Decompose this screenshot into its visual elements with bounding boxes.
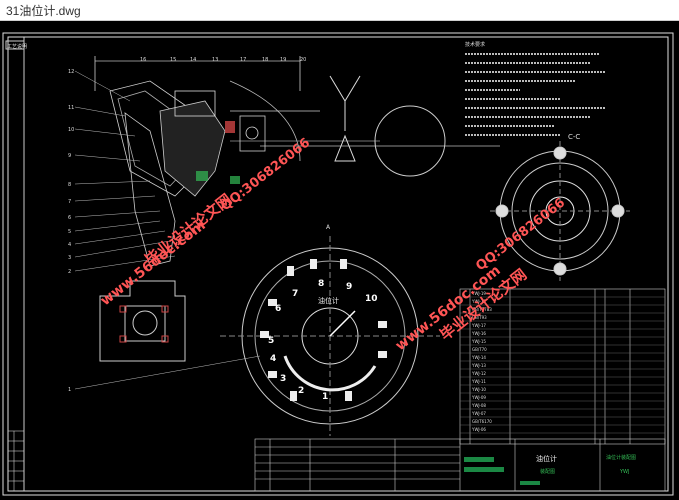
parts-list-title: 油位计 — [536, 454, 557, 463]
watermark-text-6: QQ:306826066 — [473, 195, 568, 274]
svg-text:8: 8 — [318, 279, 324, 289]
cad-canvas[interactable]: 工艺说明 12 11 10 — [0, 21, 679, 500]
svg-text:1: 1 — [68, 387, 71, 393]
svg-text:19: 19 — [280, 57, 286, 63]
svg-text:3: 3 — [68, 255, 71, 261]
window-title: 31油位计.dwg — [6, 4, 81, 18]
svg-text:7: 7 — [68, 199, 71, 205]
svg-text:12: 12 — [68, 69, 74, 75]
svg-text:10: 10 — [68, 127, 74, 133]
title-block-sub: YWJ — [619, 469, 629, 475]
svg-text:YWJ-07: YWJ-07 — [471, 411, 486, 416]
corner-label: 工艺说明 — [7, 43, 27, 50]
svg-text:4: 4 — [270, 354, 276, 364]
svg-text:13: 13 — [212, 57, 218, 63]
svg-text:8: 8 — [68, 182, 71, 188]
svg-text:16: 16 — [140, 57, 146, 63]
svg-text:4: 4 — [68, 242, 71, 248]
section-detail — [99, 280, 186, 362]
svg-text:2: 2 — [298, 386, 304, 396]
svg-text:GB/T6170: GB/T6170 — [472, 419, 492, 424]
svg-text:3: 3 — [280, 374, 286, 384]
svg-text:18: 18 — [262, 57, 268, 63]
parts-list-rows: YWJ-19 YWJ-18 GB/T5783 GB/T93 YWJ-17 YWJ… — [460, 291, 665, 434]
parts-list-sub: 装配图 — [540, 468, 555, 475]
svg-text:YWJ-19: YWJ-19 — [471, 291, 486, 296]
svg-text:6: 6 — [68, 215, 71, 221]
svg-text:YWJ-17: YWJ-17 — [471, 323, 486, 328]
svg-text:2: 2 — [68, 269, 71, 275]
svg-text:YWJ-10: YWJ-10 — [471, 387, 486, 392]
svg-text:14: 14 — [190, 57, 196, 63]
assembly-view — [94, 56, 500, 267]
svg-text:YWJ-12: YWJ-12 — [471, 371, 486, 376]
svg-text:YWJ-09: YWJ-09 — [471, 395, 486, 400]
drawing-border — [2, 32, 674, 496]
svg-text:YWJ-06: YWJ-06 — [471, 427, 486, 432]
dial-numbers: 6 7 8 9 10 1 2 3 4 5 — [268, 279, 378, 402]
section-label: A — [326, 224, 331, 231]
svg-text:GB/T5783: GB/T5783 — [472, 307, 492, 312]
svg-text:9: 9 — [346, 282, 352, 292]
svg-text:YWJ-15: YWJ-15 — [471, 339, 486, 344]
svg-text:5: 5 — [68, 229, 71, 235]
svg-text:11: 11 — [68, 105, 74, 111]
svg-text:YWJ-16: YWJ-16 — [471, 331, 486, 336]
svg-text:YWJ-11: YWJ-11 — [471, 379, 486, 384]
title-block — [254, 438, 666, 492]
parts-list-table — [459, 288, 666, 445]
watermark-text-2: www.56doc.com — [98, 217, 209, 309]
svg-text:5: 5 — [268, 336, 274, 346]
svg-text:6: 6 — [275, 304, 281, 314]
notes-lines — [465, 53, 605, 136]
svg-text:GB/T70: GB/T70 — [472, 347, 487, 352]
svg-text:1: 1 — [322, 392, 328, 402]
notes-title: 技术要求 — [465, 41, 485, 48]
rod-section-circle — [374, 105, 446, 177]
svg-text:YWJ-18: YWJ-18 — [471, 299, 486, 304]
svg-text:GB/T93: GB/T93 — [472, 315, 487, 320]
window-title-bar: 31油位计.dwg — [0, 0, 679, 21]
svg-text:YWJ-13: YWJ-13 — [471, 363, 486, 368]
title-block-name: 油位计装配图 — [606, 454, 636, 461]
dial-center-label: 油位计 — [318, 296, 339, 305]
y-axis-marker — [329, 75, 361, 162]
part-numbers-left: 12 11 10 9 8 7 6 5 4 3 2 1 — [68, 69, 74, 393]
svg-text:20: 20 — [300, 57, 306, 63]
svg-text:9: 9 — [68, 153, 71, 159]
svg-text:YWJ-14: YWJ-14 — [471, 355, 486, 360]
cc-view — [490, 141, 630, 281]
view-label: C-C — [568, 133, 580, 141]
svg-text:15: 15 — [170, 57, 176, 63]
svg-text:7: 7 — [292, 289, 298, 299]
dial-face — [220, 236, 440, 436]
svg-text:17: 17 — [240, 57, 246, 63]
watermark-text-3: QQ:306826066 — [218, 135, 313, 214]
drawing-svg: 工艺说明 12 11 10 — [2, 32, 674, 496]
svg-text:YWJ-08: YWJ-08 — [471, 403, 486, 408]
svg-text:10: 10 — [365, 294, 378, 304]
part-numbers-top: 16 15 14 13 17 18 19 20 — [140, 57, 306, 63]
